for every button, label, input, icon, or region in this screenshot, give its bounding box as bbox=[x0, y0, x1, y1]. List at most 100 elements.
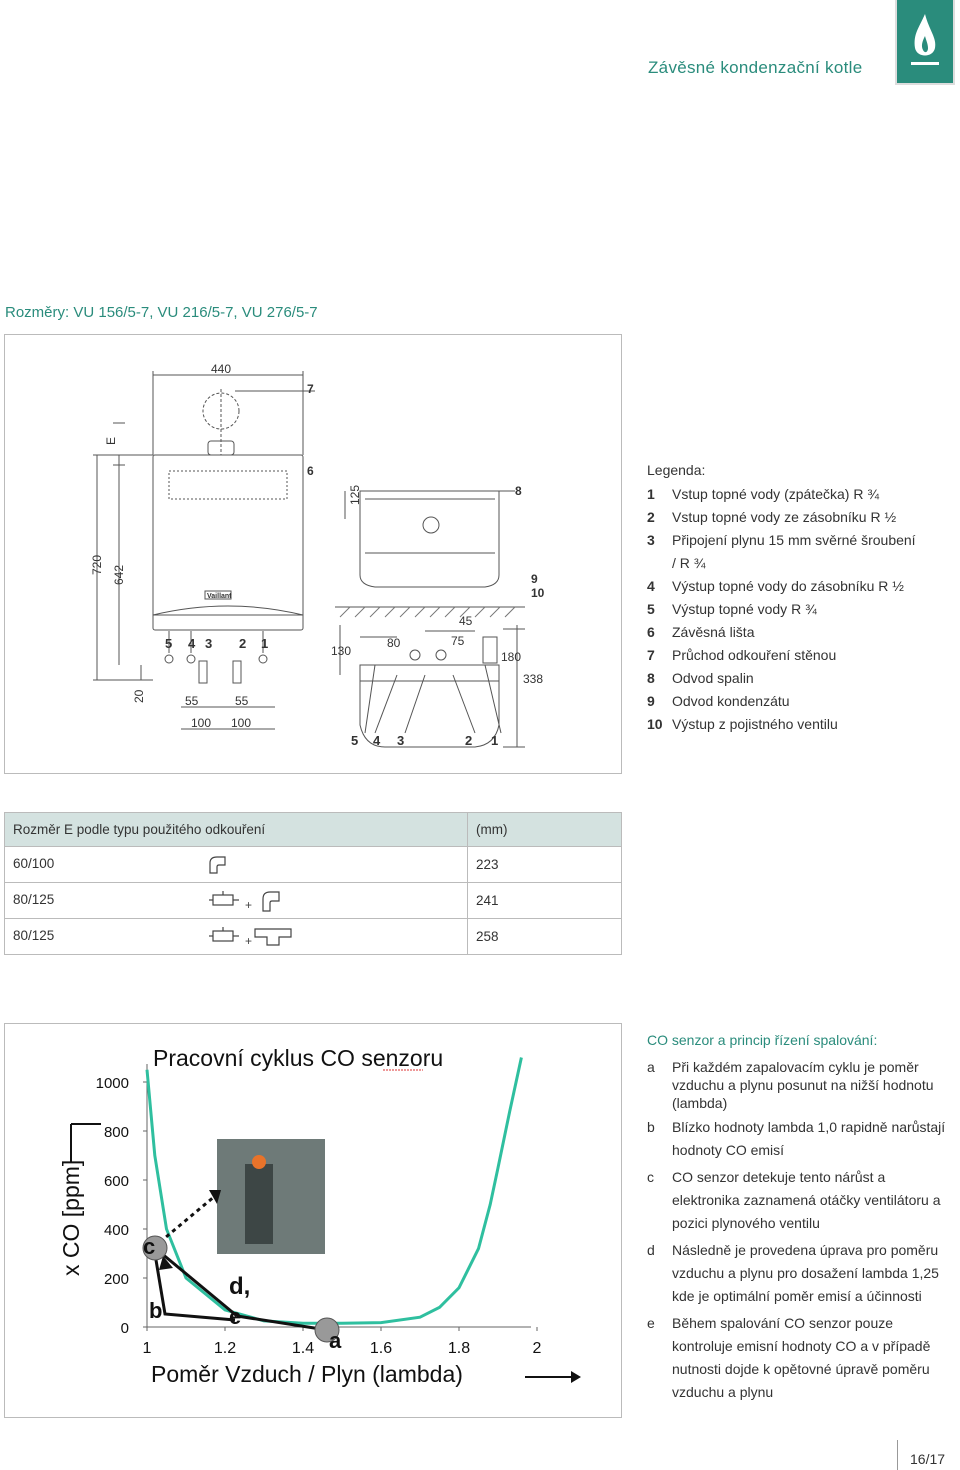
legend-text: Odvod kondenzátu bbox=[672, 693, 790, 709]
legend-item: 2 Vstup topné vody ze zásobníku R ½ bbox=[647, 506, 952, 529]
x-axis-label: Poměr Vzduch / Plyn (lambda) bbox=[151, 1361, 463, 1387]
legend-text: Připojení plynu 15 mm svěrné šroubení bbox=[672, 532, 916, 548]
co-list-item: a Při každém zapalovacím cyklu je poměr v… bbox=[647, 1056, 952, 1112]
side-label-2: 2 bbox=[465, 733, 472, 748]
x-axis-arrowhead bbox=[571, 1371, 581, 1383]
point-label: b bbox=[149, 1298, 162, 1323]
legend-text: Výstup topné vody do zásobníku R ½ bbox=[672, 578, 904, 594]
table-header-row: Rozměr E podle typu použitého odkouření … bbox=[4, 812, 622, 847]
co-item-letter: e bbox=[647, 1315, 655, 1331]
x-tick-label: 1.4 bbox=[292, 1340, 314, 1357]
co-item-text: Blízko hodnoty lambda 1,0 rapidně narůst… bbox=[672, 1119, 946, 1158]
y-tick-label: 400 bbox=[104, 1222, 129, 1239]
dim-180: 180 bbox=[501, 650, 521, 664]
label-1: 1 bbox=[261, 636, 268, 651]
legend-number: 7 bbox=[647, 647, 655, 663]
y-tick-label: 600 bbox=[104, 1173, 129, 1190]
point-label: d, bbox=[229, 1273, 250, 1300]
table-row: 60/100 223 bbox=[4, 846, 622, 883]
legend-number: 1 bbox=[647, 486, 655, 502]
legend-number: 2 bbox=[647, 509, 655, 525]
legend-item: / R ¾ bbox=[647, 552, 952, 575]
arrow-c-to-e bbox=[154, 1246, 238, 1318]
co-item-text: Při každém zapalovacím cyklu je poměr vz… bbox=[672, 1059, 934, 1111]
label-7: 7 bbox=[307, 382, 314, 396]
brand-logo bbox=[895, 0, 955, 85]
legend-heading: Legenda: bbox=[647, 462, 706, 478]
legend-text: Odvod spalin bbox=[672, 670, 754, 686]
table-row: 80/125 + 241 bbox=[4, 882, 622, 919]
y-tick-label: 200 bbox=[104, 1271, 129, 1288]
dimension-drawing: 440 7 6 E 720 642 20 Vaillant 5 4 3 2 1 … bbox=[4, 334, 622, 774]
table-row: 80/125 + 258 bbox=[4, 918, 622, 955]
legend-text: Vstup topné vody (zpátečka) R ¾ bbox=[672, 486, 879, 502]
arrow-path-b bbox=[153, 1253, 236, 1322]
legend-number: 9 bbox=[647, 693, 655, 709]
point-marker bbox=[142, 1235, 168, 1261]
label-2: 2 bbox=[239, 636, 246, 651]
co-item-letter: b bbox=[647, 1119, 655, 1135]
label-8: 8 bbox=[515, 484, 522, 498]
dim-value: 258 bbox=[467, 918, 622, 955]
legend-text: Vstup topné vody ze zásobníku R ½ bbox=[672, 509, 897, 525]
point-marker bbox=[314, 1317, 340, 1343]
x-tick-label: 1 bbox=[143, 1340, 152, 1357]
dim-45: 45 bbox=[459, 614, 473, 628]
co-sensor-chart: Pracovní cyklus CO senzoru 0 200 400 600 800 1… bbox=[4, 1023, 622, 1418]
y-tick-label: 0 bbox=[121, 1320, 129, 1337]
legend-number bbox=[647, 552, 672, 575]
side-label-3: 3 bbox=[397, 733, 404, 748]
elbow-icon bbox=[209, 855, 226, 874]
legend-number: 10 bbox=[647, 716, 663, 732]
x-tick-label: 1.2 bbox=[214, 1340, 236, 1357]
co-curve bbox=[145, 1057, 523, 1325]
arrowhead-1 bbox=[159, 1256, 173, 1270]
label-6: 6 bbox=[307, 464, 314, 478]
co-item-text: CO senzor detekuje tento nárůst a elektr… bbox=[672, 1169, 941, 1231]
dim-642: 642 bbox=[112, 565, 126, 585]
legend-number: 4 bbox=[647, 578, 655, 594]
label-9: 9 bbox=[531, 572, 538, 586]
x-tick-label: 2 bbox=[533, 1340, 542, 1357]
legend-number: 8 bbox=[647, 670, 655, 686]
y-axis-label: x CO [ppm] bbox=[58, 1160, 84, 1276]
header-label: Rozměr E podle typu použitého odkouření bbox=[4, 812, 468, 847]
side-label-1: 1 bbox=[491, 733, 498, 748]
legend-text: Výstup topné vody R ¾ bbox=[672, 601, 817, 617]
co-list: a Při každém zapalovacím cyklu je poměr v… bbox=[647, 1056, 952, 1408]
sensor-body bbox=[245, 1164, 273, 1244]
dim-e: E bbox=[104, 437, 118, 445]
flame-icon bbox=[911, 14, 939, 65]
side-label-4: 4 bbox=[373, 733, 381, 748]
co-list-item: b Blízko hodnoty lambda 1,0 rapidně narůs… bbox=[647, 1116, 952, 1162]
label-4: 4 bbox=[188, 636, 196, 651]
y-tick-label: 1000 bbox=[96, 1075, 129, 1092]
header-unit: (mm) bbox=[467, 812, 622, 847]
dotted-arrowhead bbox=[209, 1190, 221, 1204]
legend: Legenda: 1 Vstup topné vody (zpátečka) R … bbox=[647, 462, 952, 736]
adapter-elbow-icon: + bbox=[208, 890, 280, 912]
adapter-tee-icon: + bbox=[208, 926, 292, 948]
dim-55b: 55 bbox=[235, 694, 249, 708]
dim-75: 75 bbox=[451, 634, 465, 648]
legend-number: 5 bbox=[647, 601, 655, 617]
co-item-letter: a bbox=[647, 1059, 655, 1075]
sensor-tip bbox=[252, 1155, 266, 1169]
label-10: 10 bbox=[531, 586, 545, 600]
y-tick-label: 800 bbox=[104, 1124, 129, 1141]
page-header-title: Závěsné kondenzační kotle bbox=[648, 58, 863, 77]
chart-title: Pracovní cyklus CO senzoru bbox=[153, 1045, 443, 1071]
dim-338: 338 bbox=[523, 672, 543, 686]
co-item-letter: d bbox=[647, 1242, 655, 1258]
dim-value: 223 bbox=[467, 846, 622, 883]
legend-text: / R ¾ bbox=[672, 555, 706, 571]
legend-number: 3 bbox=[647, 532, 655, 548]
label-5: 5 bbox=[165, 636, 172, 651]
legend-item: 5 Výstup topné vody R ¾ bbox=[647, 598, 952, 621]
divider bbox=[897, 1440, 898, 1470]
